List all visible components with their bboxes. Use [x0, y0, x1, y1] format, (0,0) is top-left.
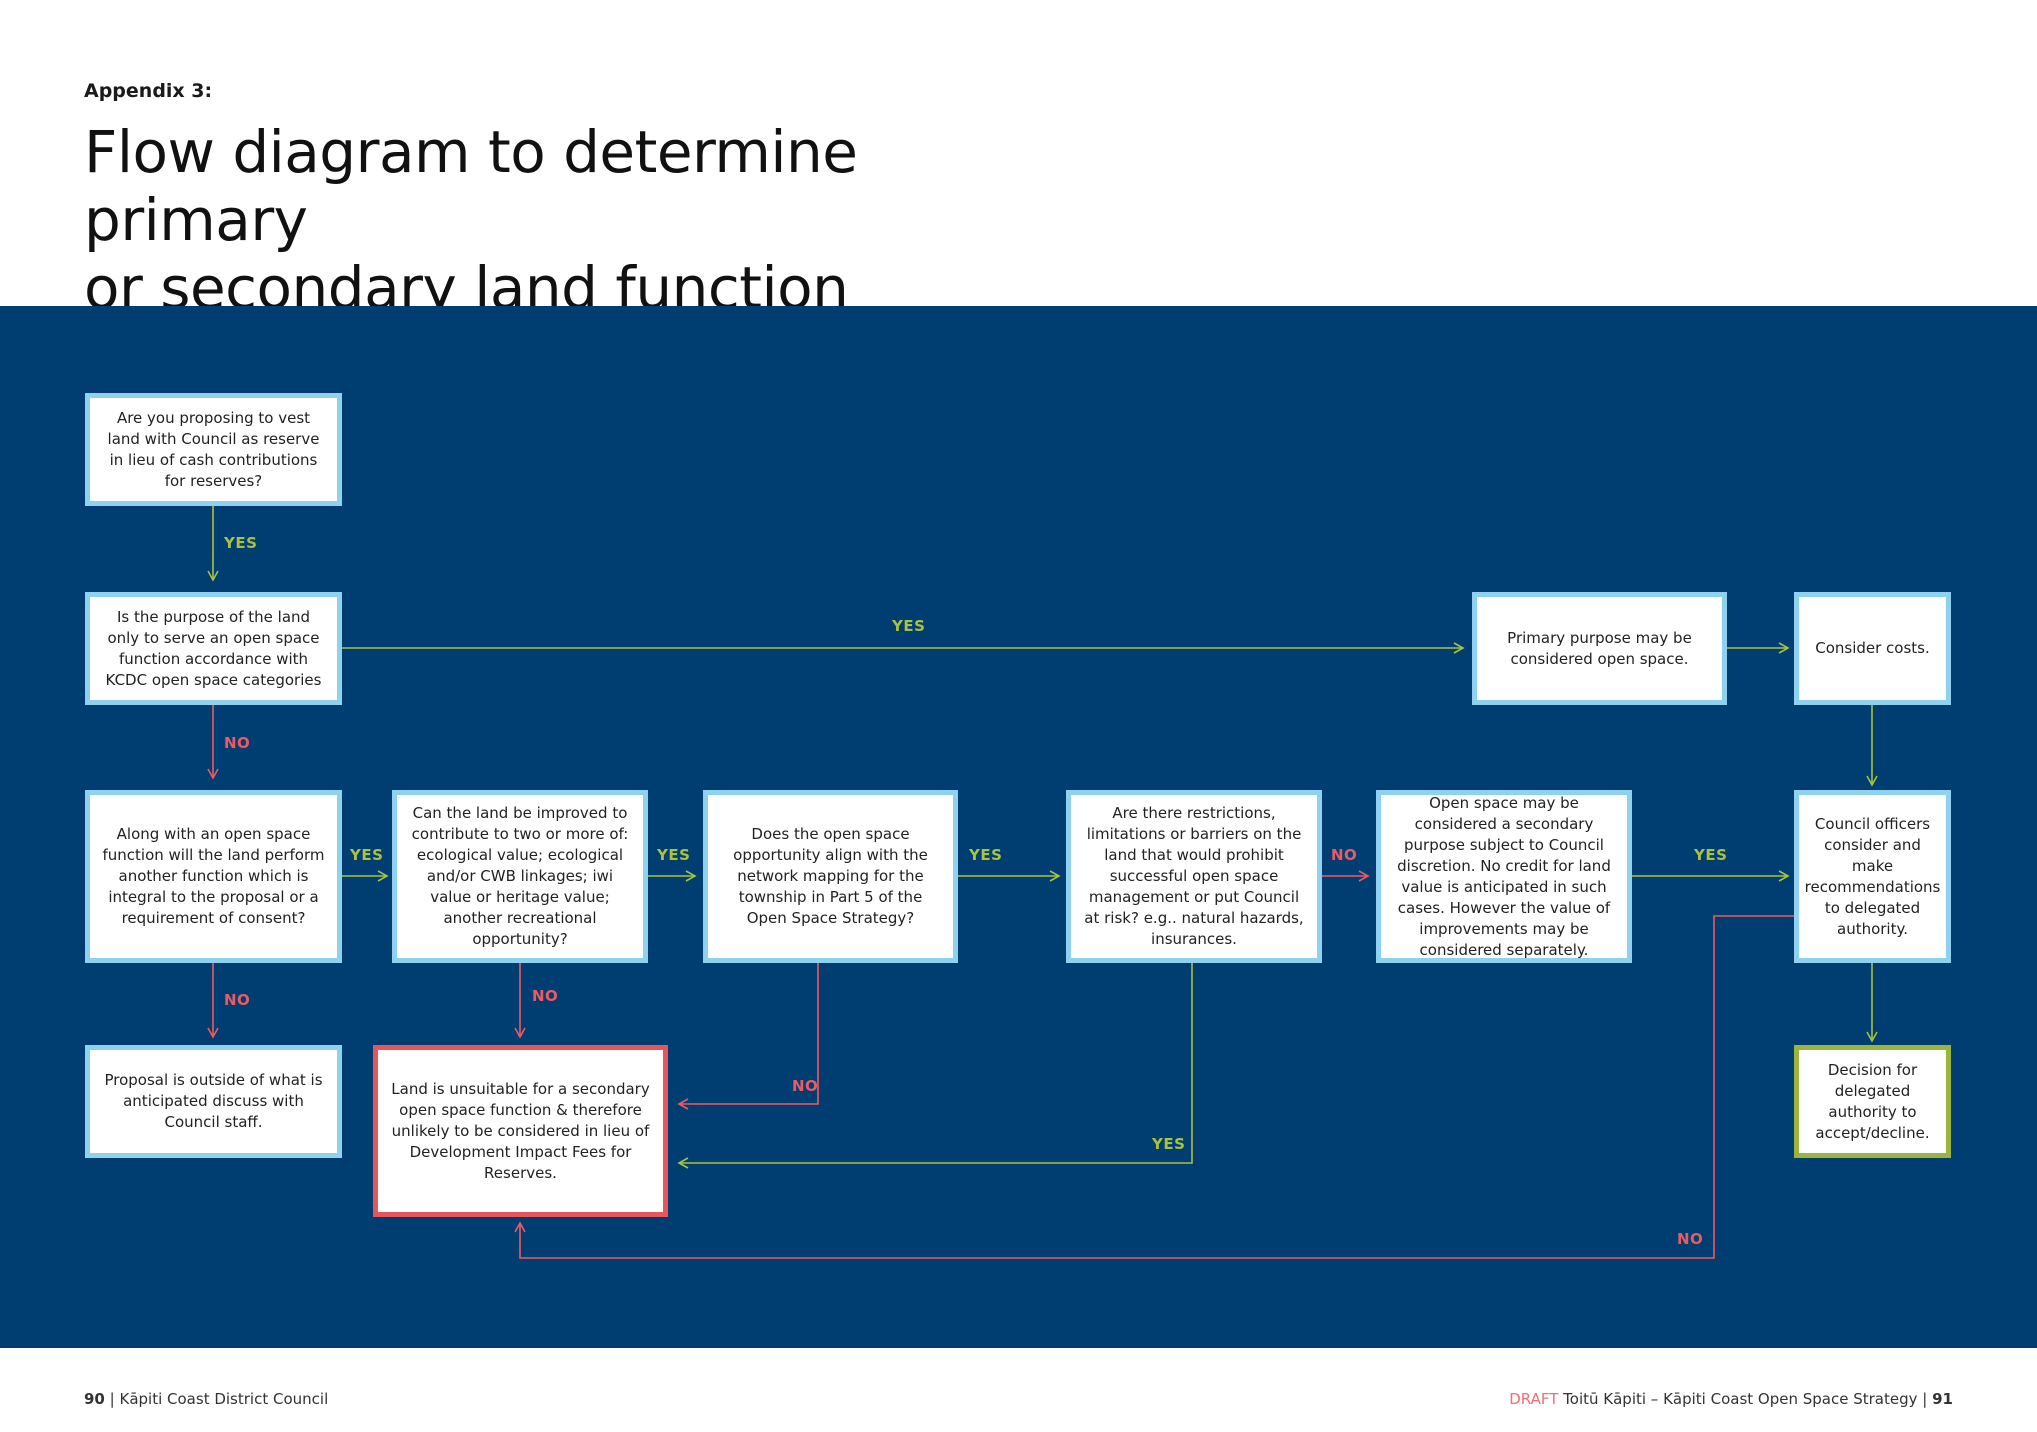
node-network-alignment-question: Does the open space opportunity align wi… [703, 790, 958, 963]
label-no: NO [532, 987, 559, 1005]
label-no: NO [224, 991, 251, 1009]
node-secondary-purpose: Open space may be considered a secondary… [1376, 790, 1632, 963]
footer-right-page: 91 [1932, 1390, 1953, 1408]
title-line-1: Flow diagram to determine primary [84, 118, 858, 254]
label-yes: YES [1152, 1135, 1186, 1153]
footer-right: DRAFT Toitū Kāpiti – Kāpiti Coast Open S… [1509, 1390, 1953, 1408]
footer-right-text: Toitū Kāpiti – Kāpiti Coast Open Space S… [1563, 1390, 1918, 1408]
label-yes: YES [1694, 846, 1728, 864]
footer-separator: | [109, 1390, 115, 1408]
node-vest-land-question: Are you proposing to vest land with Coun… [85, 393, 342, 506]
label-no: NO [792, 1077, 819, 1095]
node-purpose-question: Is the purpose of the land only to serve… [85, 592, 342, 705]
arrow-restrictions-to-unsuitable [677, 963, 1193, 1169]
node-council-officers: Council officers consider and make recom… [1794, 790, 1951, 963]
label-yes: YES [969, 846, 1003, 864]
label-no: NO [1331, 846, 1358, 864]
footer-draft-label: DRAFT [1509, 1390, 1559, 1408]
node-outside-anticipated: Proposal is outside of what is anticipat… [85, 1045, 342, 1158]
node-other-function-question: Along with an open space function will t… [85, 790, 342, 963]
label-no: NO [1677, 1230, 1704, 1248]
footer-left: 90 | Kāpiti Coast District Council [84, 1390, 328, 1408]
node-decision: Decision for delegated authority to acce… [1794, 1045, 1951, 1158]
node-restrictions-question: Are there restrictions, limitations or b… [1066, 790, 1322, 963]
footer-left-text: Kāpiti Coast District Council [119, 1390, 329, 1408]
appendix-label: Appendix 3: [84, 80, 213, 102]
label-yes: YES [224, 534, 258, 552]
footer-left-page: 90 [84, 1390, 105, 1408]
label-yes: YES [657, 846, 691, 864]
label-yes: YES [350, 846, 384, 864]
node-land-unsuitable: Land is unsuitable for a secondary open … [373, 1045, 668, 1217]
node-improvement-question: Can the land be improved to contribute t… [392, 790, 648, 963]
label-yes: YES [892, 617, 926, 635]
arrow-officers-to-unsuitable [514, 915, 1794, 1259]
node-consider-costs: Consider costs. [1794, 592, 1951, 705]
arrow-align-to-unsuitable [677, 963, 819, 1110]
footer-separator: | [1922, 1390, 1928, 1408]
node-primary-purpose: Primary purpose may be considered open s… [1472, 592, 1727, 705]
label-no: NO [224, 734, 251, 752]
